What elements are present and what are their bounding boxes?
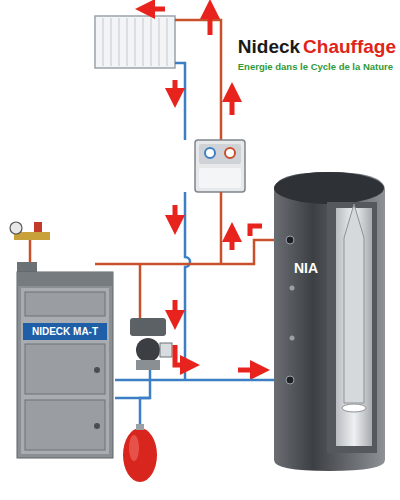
pipe-connector xyxy=(115,379,284,382)
safety-group xyxy=(10,222,50,264)
supply-pipe xyxy=(175,20,221,140)
return-pipe xyxy=(175,63,185,140)
pump xyxy=(130,318,172,370)
logo-word: Chauffage xyxy=(303,36,396,58)
pipe-connector xyxy=(95,240,282,264)
logo-word: Nideck xyxy=(238,36,300,58)
radiator xyxy=(95,16,175,68)
return-pipe xyxy=(115,370,150,398)
mixing-station xyxy=(195,140,245,192)
buffer-tank: NIA xyxy=(272,168,387,473)
node-label: NIA xyxy=(294,260,318,276)
node-label: NIDECK MA-T xyxy=(23,323,107,340)
supply-pipe xyxy=(220,192,223,264)
return-pipe xyxy=(185,192,190,380)
boiler-drawing xyxy=(15,262,115,460)
return-pipe xyxy=(140,398,150,427)
tagline: Energie dans le Cycle de la Nature xyxy=(238,61,393,72)
supply-pipe xyxy=(139,264,142,318)
expansion-vessel xyxy=(123,424,157,482)
boiler: NIDECK MA-T xyxy=(15,262,115,460)
tank-drawing xyxy=(272,168,387,473)
